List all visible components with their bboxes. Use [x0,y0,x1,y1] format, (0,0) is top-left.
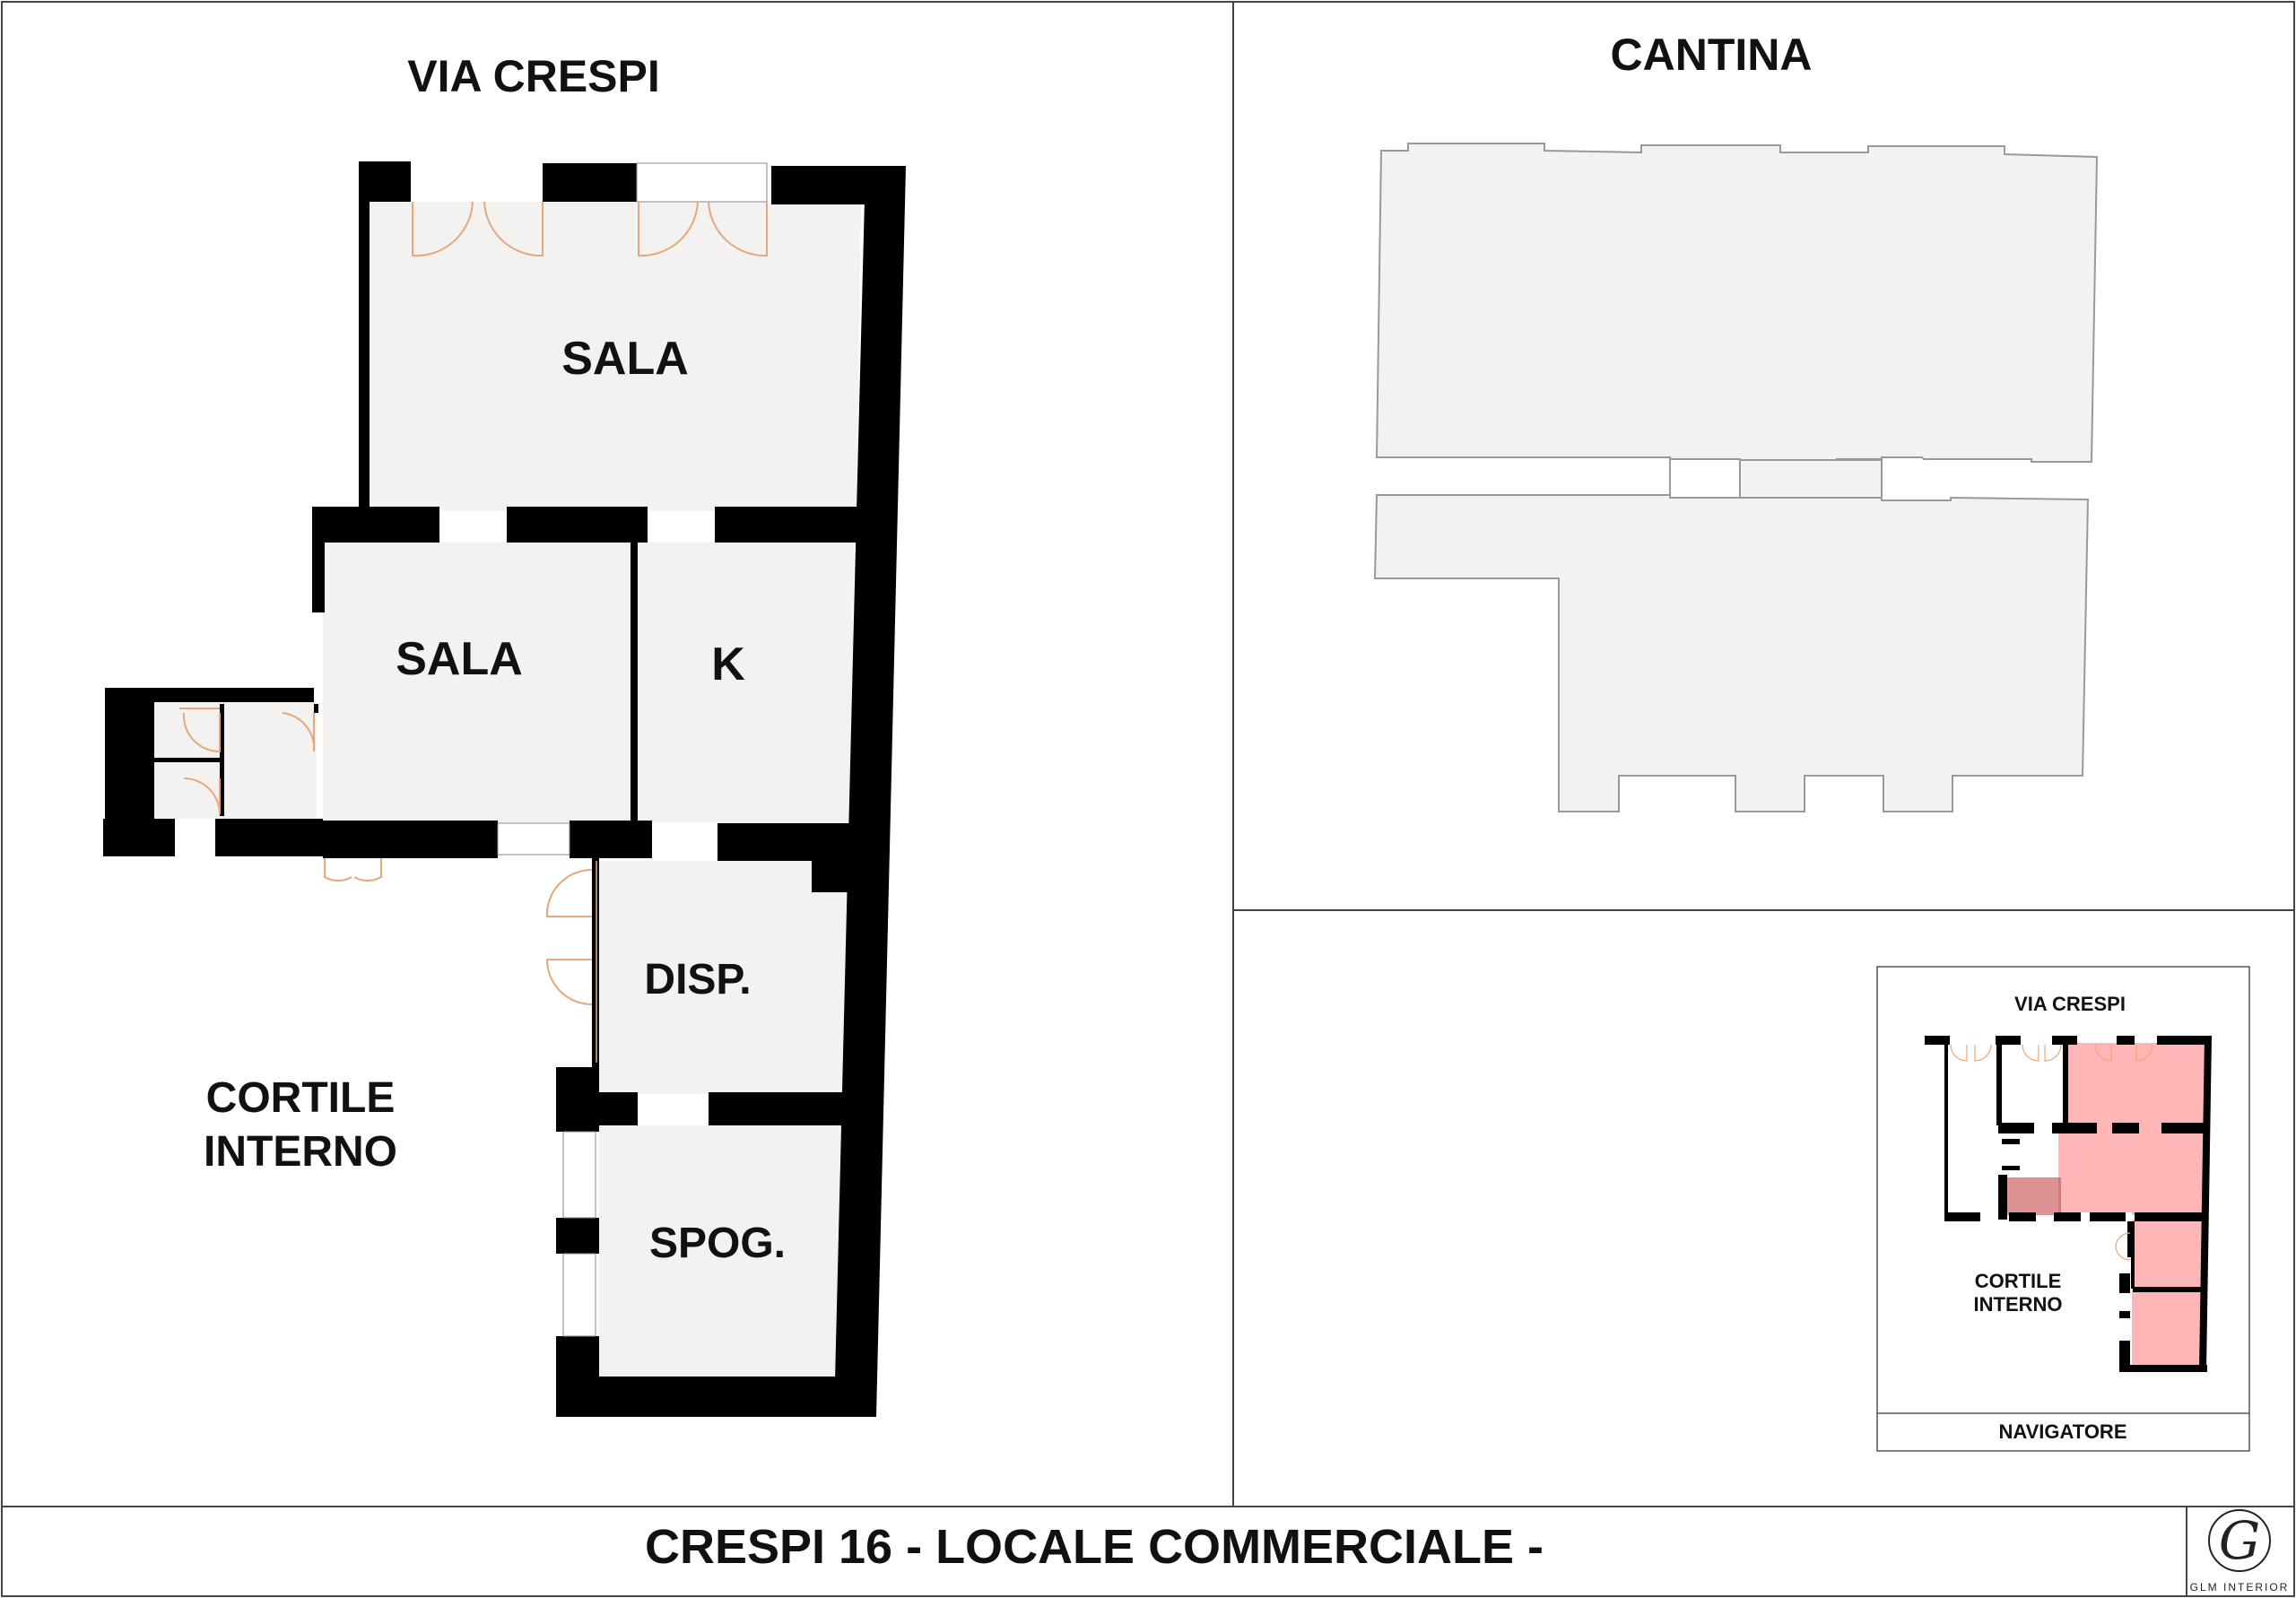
cellar-lower-area [1373,494,2090,812]
room-label-sala-rear: SALA [396,633,523,685]
cellar-upper-area [1375,143,2099,495]
walls [103,161,906,1417]
navigator-caption: NAVIGATORE [1998,1420,2126,1443]
window-openings [562,162,768,1337]
main-floor-plan: VIA CRESPI SALA SALA K DISP. SPOG. CORTI… [103,51,906,1417]
room-label-disp: DISP. [644,956,751,1003]
cellar-plan: CANTINA [1373,30,2099,812]
navigator-walls [1925,1036,2212,1372]
navigator-door-swings [1950,1044,2153,1261]
room-floors [152,202,861,1377]
courtyard-label-line1: CORTILE [206,1074,396,1122]
room-label-spog: SPOG. [649,1220,786,1267]
logo-circle [2208,1509,2271,1572]
navigator-panel: VIA CRESPI [1876,966,2250,1452]
room-label-sala-front: SALA [561,333,689,385]
courtyard-label-line2: INTERNO [204,1128,397,1176]
cellar-title: CANTINA [1611,30,1813,80]
navigator-courtyard-line2: INTERNO [1974,1293,2063,1316]
door-swings [179,201,768,1063]
main-plan-labels: VIA CRESPI SALA SALA K DISP. SPOG. CORTI… [204,51,786,1267]
cellar-corridor-block [1739,459,1883,499]
street-label: VIA CRESPI [407,51,660,101]
logo-letter: G [2219,1510,2260,1571]
footer: CRESPI 16 - LOCALE COMMERCIALE - G GLM I… [645,1509,2290,1594]
footer-title: CRESPI 16 - LOCALE COMMERCIALE - [645,1520,1544,1574]
navigator-courtyard-line1: CORTILE [1975,1270,2062,1292]
navigator-street-label: VIA CRESPI [2014,993,2126,1015]
room-label-kitchen: K [711,638,745,690]
logo-text: GLM INTERIOR [2190,1581,2290,1594]
glm-logo: G GLM INTERIOR [2190,1509,2290,1594]
